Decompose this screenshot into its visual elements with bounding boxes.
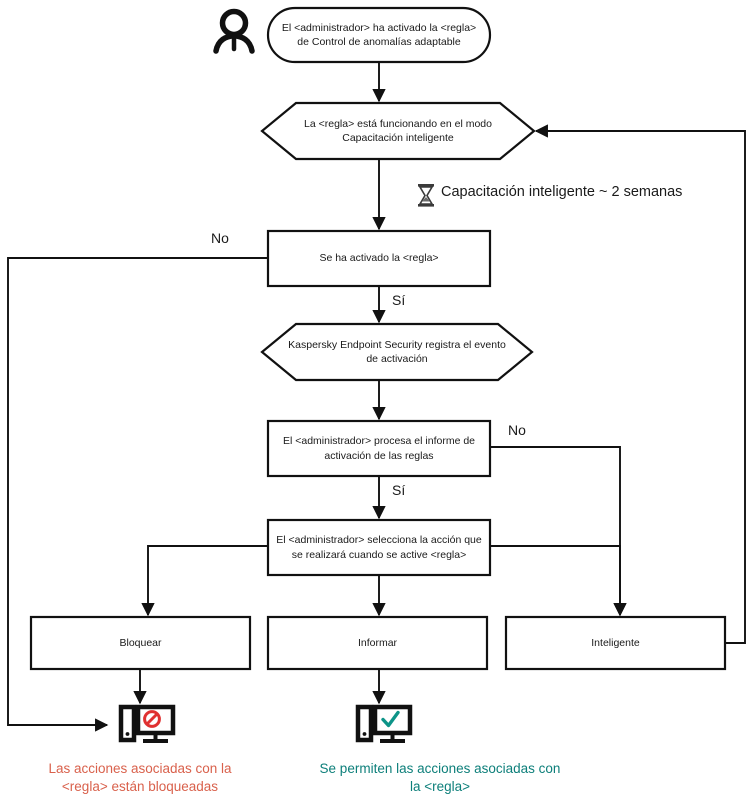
monitor-allowed-icon <box>355 704 413 743</box>
admin-action-node-shape <box>266 518 492 577</box>
rule-triggered-node-shape <box>266 229 492 288</box>
edge-report-no-to-smart <box>490 446 627 617</box>
edge-label-rule-no: No <box>211 230 229 246</box>
inform-node-shape <box>266 615 489 671</box>
blocked-outcome-caption: Las acciones asociadas con la<regla> est… <box>48 761 232 795</box>
person-icon <box>213 8 255 54</box>
training-duration-label: Capacitación inteligente ~ 2 semanas <box>441 184 683 200</box>
admin-report-node-shape <box>266 419 492 478</box>
edge-smart-feedback-loop <box>534 124 746 644</box>
hourglass-icon <box>418 184 434 207</box>
event-logged-node-shape <box>260 322 534 382</box>
edge-action-to-smart <box>490 545 627 617</box>
monitor-blocked-icon <box>118 704 176 743</box>
edge-rule-no-loop <box>7 257 268 732</box>
smart-node-shape <box>504 615 727 671</box>
edge-label-report-no: No <box>508 422 526 438</box>
block-node-shape <box>29 615 252 671</box>
edge-action-to-block <box>141 545 268 617</box>
edge-label-report-si: Sí <box>392 482 406 498</box>
training-mode-node-shape <box>260 101 536 161</box>
start-node-shape <box>266 6 492 64</box>
edge-label-rule-si: Sí <box>392 292 406 308</box>
